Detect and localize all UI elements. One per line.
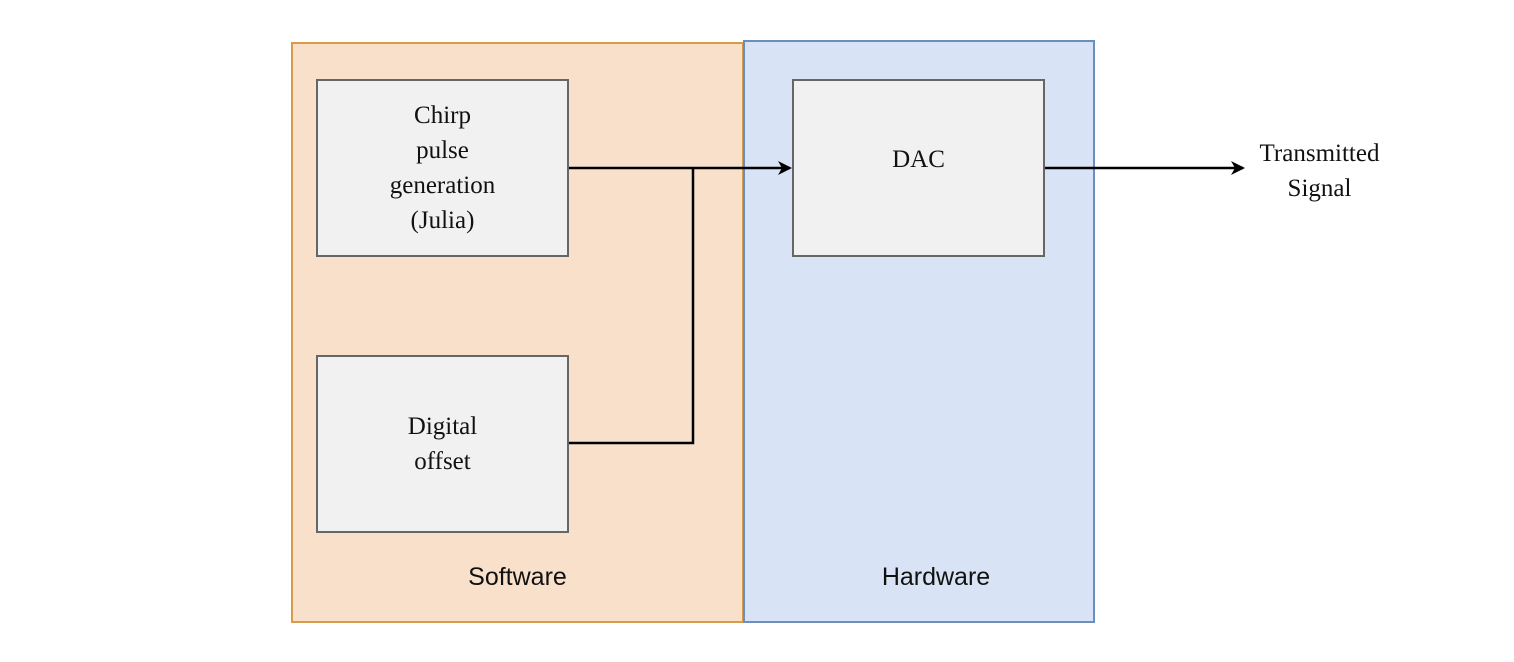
transmitted-signal-label: Transmitted Signal <box>1259 140 1380 202</box>
digital-offset-block: Digital offset <box>316 355 569 533</box>
hardware-region-label: Hardware <box>881 563 991 591</box>
chirp-pulse-generation-block: Chirp pulse generation (Julia) <box>316 79 569 257</box>
dac-label: DAC <box>892 145 945 173</box>
software-region-label: Software <box>468 563 567 591</box>
digital-offset-label: Digital offset <box>407 413 478 475</box>
chirp-pulse-generation-label: Chirp pulse generation (Julia) <box>389 102 496 234</box>
dac-block: DAC <box>792 79 1045 257</box>
